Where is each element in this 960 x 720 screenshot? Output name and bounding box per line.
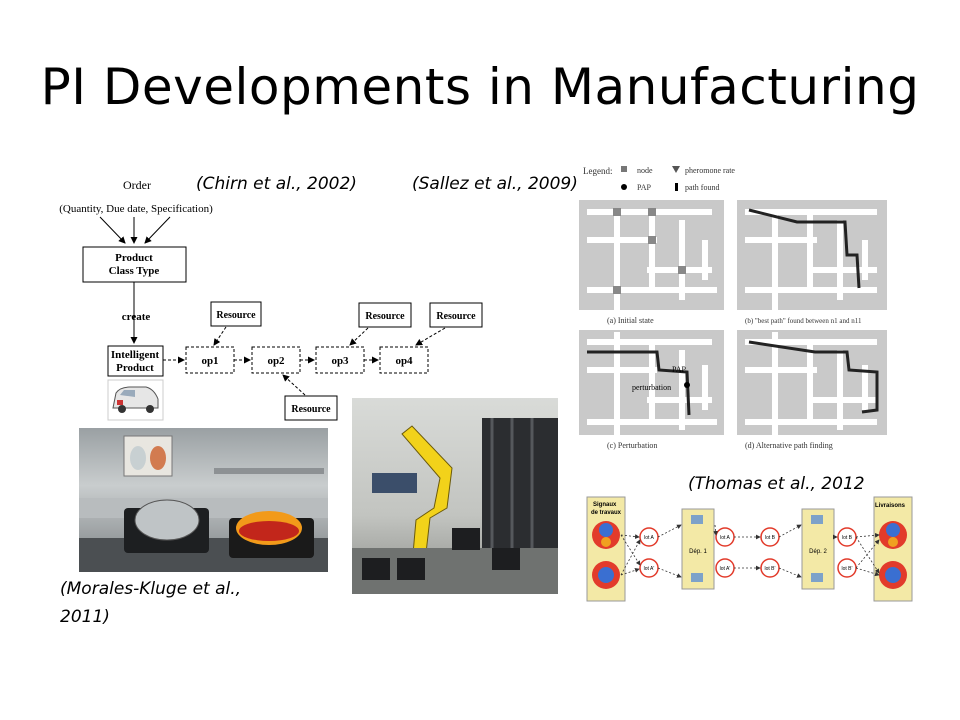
op3-box (315, 346, 365, 374)
lot-label-5: lot A (720, 535, 730, 541)
caption-a: (a) Initial state (607, 316, 654, 325)
lot-label-8: lot B' (842, 566, 853, 572)
slide-title: PI Developments in Manufacturing (40, 58, 920, 116)
lot-label-3: lot B (765, 535, 776, 541)
dep1-label: Dép. 1 (689, 549, 707, 555)
lot-label-1: lot A (644, 535, 654, 541)
citation-sallez: (Sallez et al., 2009) (412, 174, 578, 194)
op1-label: op1 (201, 355, 218, 367)
legend-rate: pheromone rate (685, 166, 735, 175)
resource-label-2: Resource (365, 311, 405, 322)
lot-dispatch-diagram: Signaux de travaux Livraisons Dép. 1 Dép… (585, 495, 920, 605)
op2-box (251, 346, 301, 374)
panel-perturbation: PAP perturbation (579, 330, 724, 435)
deliveries-title: Livraisons (875, 503, 906, 509)
lot-label-2: lot A' (644, 566, 655, 572)
pap-label: PAP (672, 365, 686, 374)
create-label: create (122, 311, 151, 323)
op4-box (379, 346, 429, 374)
legend-path: path found (685, 183, 719, 192)
panel-initial-state (579, 200, 724, 310)
product-class-line2: Class Type (109, 265, 160, 277)
resource-box-1 (210, 301, 262, 327)
op4-label: op4 (395, 355, 413, 367)
legend-pap: PAP (637, 183, 651, 192)
resource-box-3 (429, 302, 483, 328)
conveyor-taillight-photo (79, 428, 328, 572)
caption-c: (c) Perturbation (607, 441, 657, 450)
lot-label-6: lot A' (720, 566, 731, 572)
intelligent-line1: Intelligent (111, 349, 160, 361)
citation-thomas: (Thomas et al., 2012 (688, 474, 865, 494)
perturbation-label: perturbation (632, 383, 671, 392)
product-class-box (82, 246, 187, 283)
panel-alternative-path (737, 330, 887, 435)
order-label: Order (123, 178, 151, 192)
dep2-label: Dép. 2 (809, 549, 827, 555)
citation-morales: (Morales-Kluge et al., 2011) (60, 575, 241, 631)
resource-box-4 (284, 395, 338, 421)
signals-title-line1: Signaux (593, 502, 617, 508)
pheromone-path-figure: Legend: node pheromone rate PAP path fou… (577, 160, 892, 452)
legend-title: Legend: (583, 166, 613, 176)
resource-label-3: Resource (436, 311, 476, 322)
caption-b: (b) "best path" found between n1 and n11 (745, 317, 862, 325)
signals-title-line2: de travaux (591, 510, 622, 516)
order-detail-label: (Quantity, Due date, Specification) (59, 203, 213, 215)
citation-morales-line2: 2011) (60, 607, 110, 627)
intelligent-product-diagram: Order (Quantity, Due date, Specification… (59, 178, 483, 421)
resource-label-1: Resource (216, 310, 256, 321)
resource-box-2 (358, 302, 412, 328)
panel-best-path (737, 200, 887, 310)
lot-label-4: lot B' (765, 566, 776, 572)
op2-label: op2 (267, 355, 285, 367)
citation-chirn: (Chirn et al., 2002) (196, 174, 357, 194)
resource-label-4: Resource (291, 404, 331, 415)
robot-arm-photo (352, 398, 558, 594)
lot-label-7: lot B (842, 535, 853, 541)
car-icon (107, 379, 164, 421)
product-class-line1: Product (115, 252, 153, 264)
op3-label: op3 (331, 355, 349, 367)
intelligent-product-box (107, 345, 164, 377)
caption-d: (d) Alternative path finding (745, 441, 833, 450)
intelligent-line2: Product (116, 362, 154, 374)
citation-morales-line1: (Morales-Kluge et al., (60, 579, 242, 599)
op1-box (185, 346, 235, 374)
legend-node: node (637, 166, 653, 175)
